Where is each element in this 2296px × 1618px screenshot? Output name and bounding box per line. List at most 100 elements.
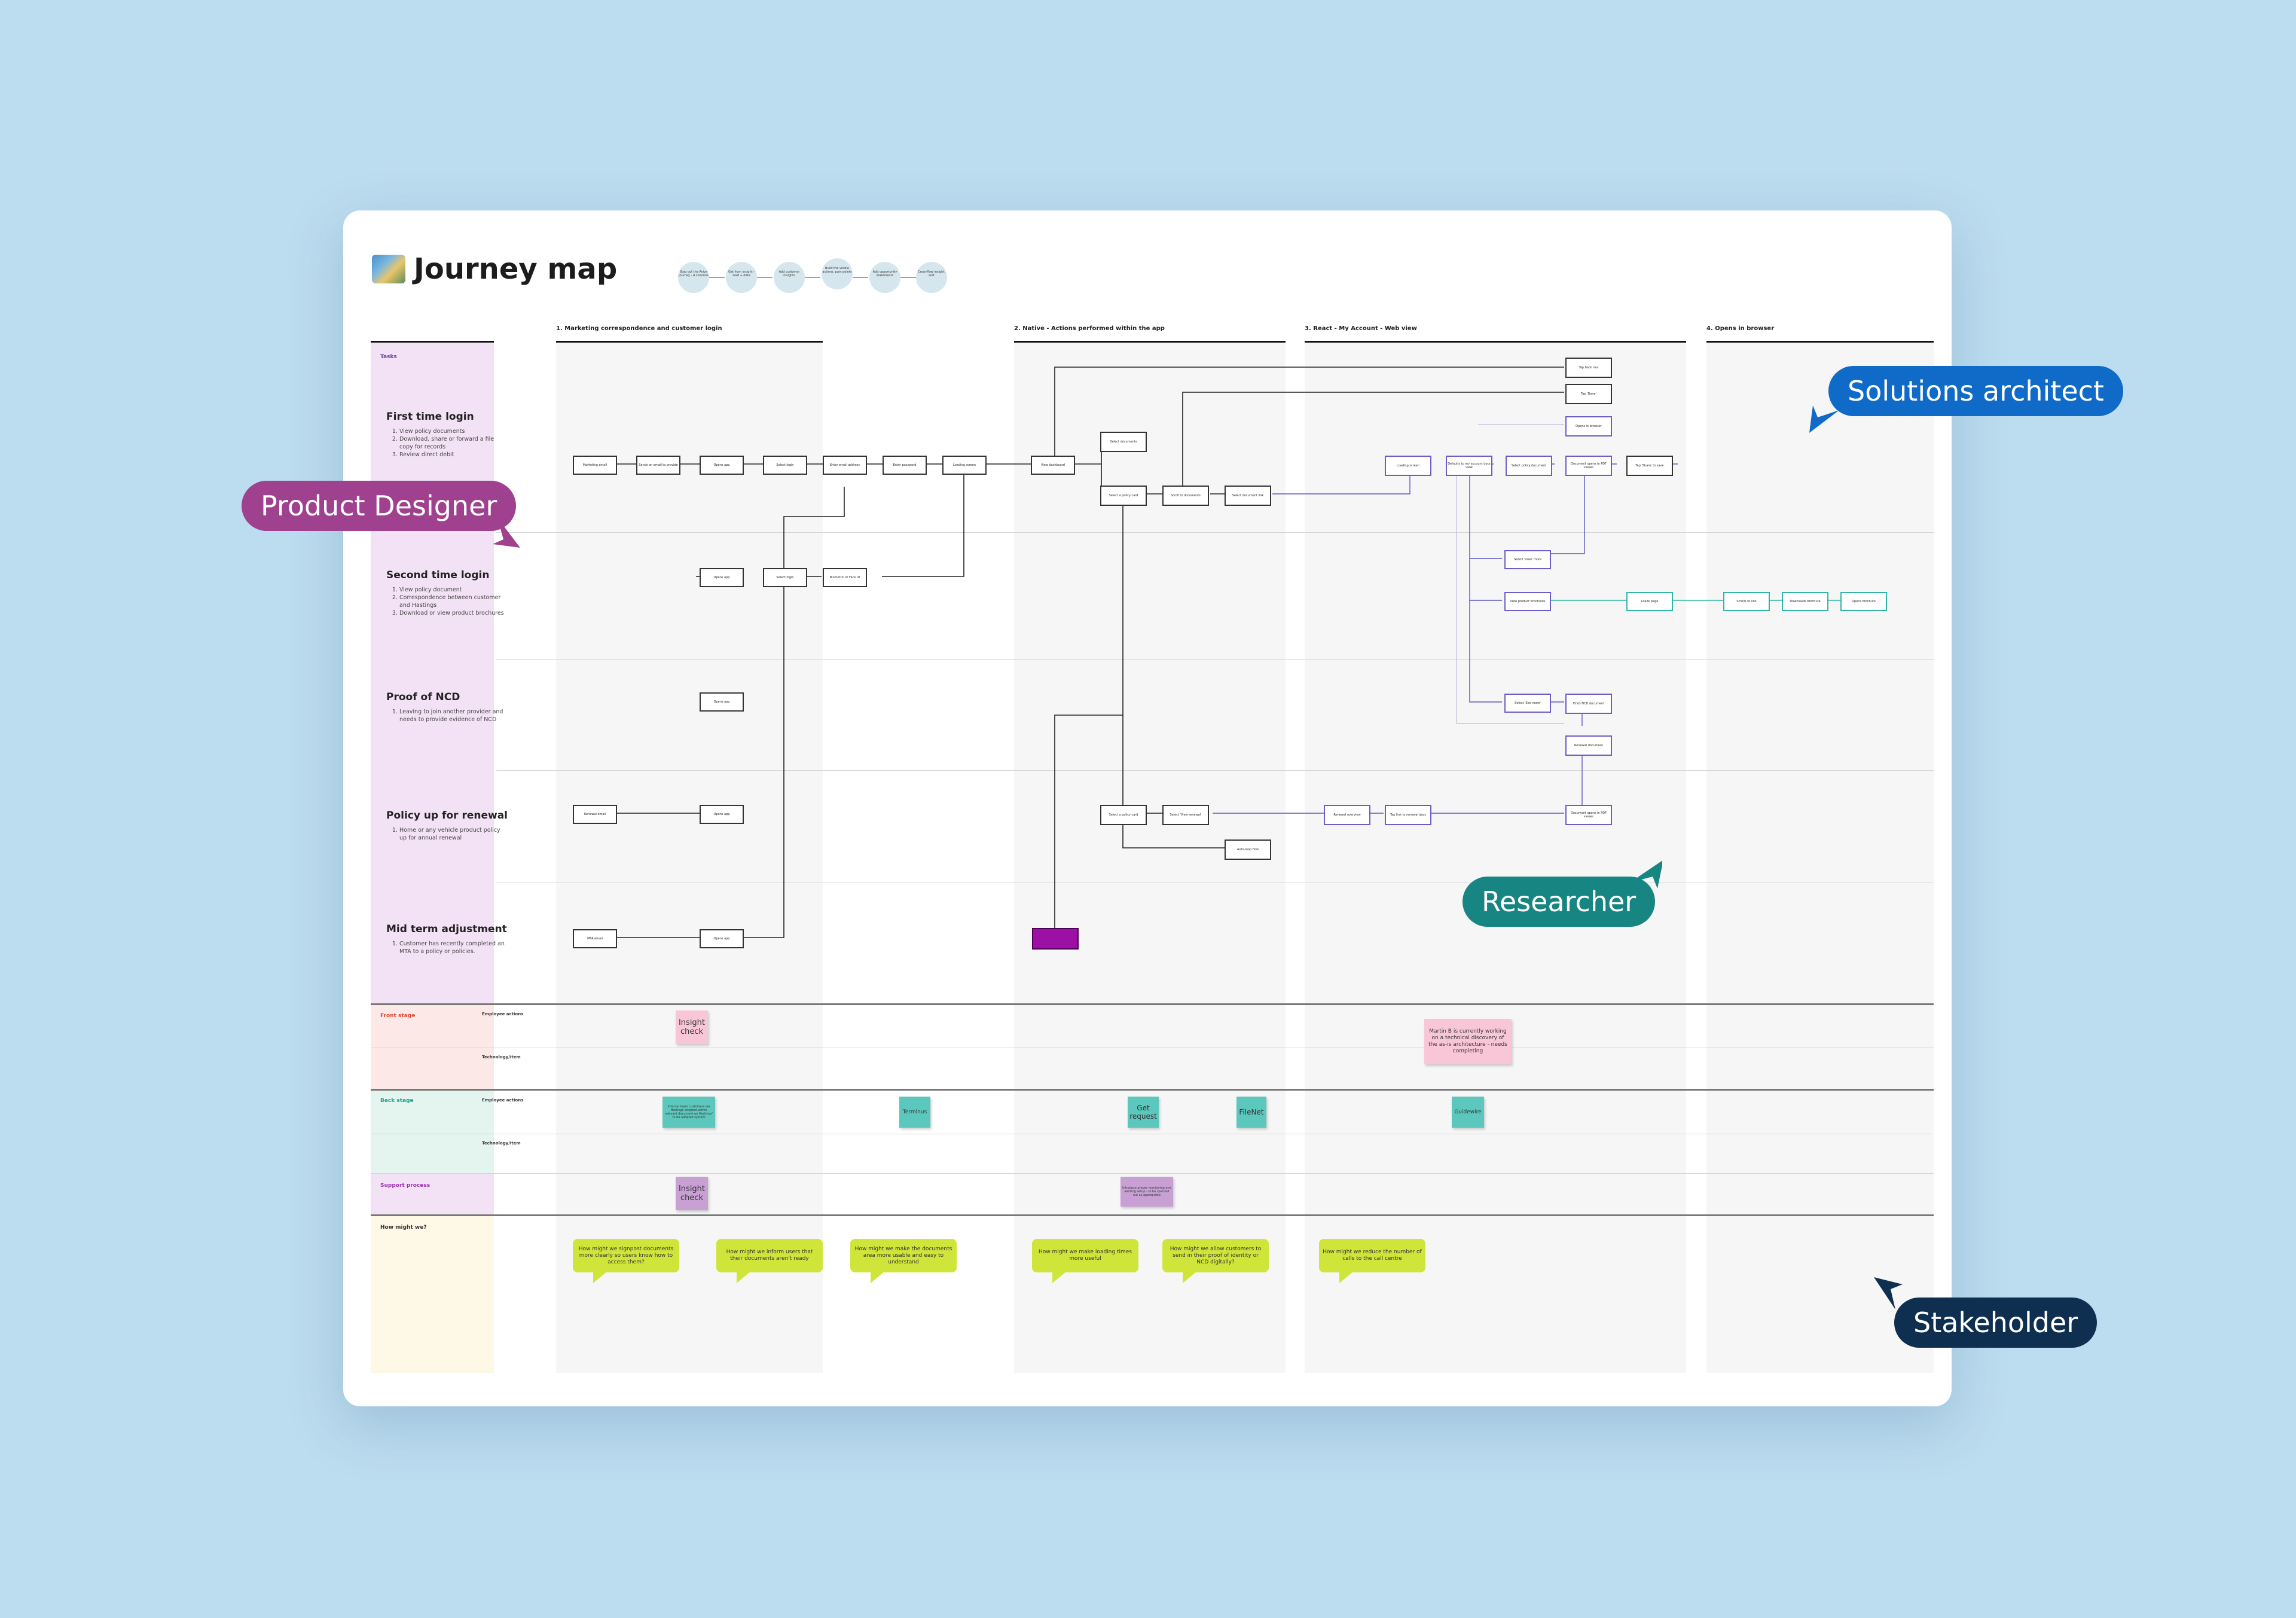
cursor-arrow-icon (493, 518, 520, 548)
task-item: Customer has recently completed an MTA t… (399, 940, 507, 955)
hmw-bubble[interactable]: How might we reduce the number of calls … (1319, 1239, 1425, 1283)
flow-step[interactable]: View dashboard (1031, 456, 1075, 475)
flow-step[interactable]: Document opens in PDF viewer (1565, 456, 1612, 476)
column-rule (1706, 341, 1934, 343)
flow-step[interactable]: MTA email (573, 929, 617, 948)
flow-step[interactable]: Defaults to my account docs view (1446, 456, 1492, 476)
task-first-time-login[interactable]: First time login View policy documents D… (386, 411, 507, 459)
hmw-bubble[interactable]: How might we inform users that their doc… (716, 1239, 823, 1283)
mini-flow-label: Get from insight - lead + data (728, 270, 755, 277)
flow-step[interactable]: Tap 'Share' to save (1626, 456, 1673, 476)
insight-check-sticky[interactable]: Insight check (676, 1011, 708, 1044)
technical-discovery-sticky[interactable]: Martin B is currently working on a techn… (1424, 1019, 1512, 1064)
column-header-native[interactable]: 2. Native - Actions performed within the… (1014, 325, 1165, 332)
mini-flow-step[interactable]: Add customer insights (774, 262, 805, 293)
flow-step[interactable]: Scrolls to link (1723, 592, 1770, 611)
mini-flow-step[interactable]: Step out the Aviva journey - 4 columns (678, 262, 709, 293)
flow-step[interactable]: Auto-loop flow (1225, 839, 1271, 860)
flow-step[interactable]: Opens app (700, 568, 744, 587)
flow-step[interactable]: Biometric or Face ID (823, 568, 867, 587)
flow-step[interactable]: Opens app (700, 456, 744, 475)
column-background (1706, 343, 1934, 1373)
flow-step[interactable]: Marketing email (573, 456, 617, 475)
hmw-bubble[interactable]: How might we allow customers to send in … (1162, 1239, 1269, 1283)
flow-step[interactable]: Renewal email (573, 805, 617, 824)
flow-step[interactable]: Opens app (700, 929, 744, 948)
insight-check-sticky-support[interactable]: Insight check (676, 1177, 708, 1210)
flow-step[interactable]: Sends an email to provide (636, 456, 680, 475)
mini-flow-arrow (709, 277, 725, 278)
hmw-text: How might we reduce the number of calls … (1323, 1249, 1422, 1262)
flow-step[interactable]: Enter email address (823, 456, 867, 475)
stage-divider (371, 1214, 1934, 1216)
flow-step[interactable]: Scroll to documents (1162, 486, 1209, 506)
flow-step[interactable]: Select a policy card (1100, 805, 1147, 825)
stage-divider (371, 1003, 1934, 1005)
flow-step[interactable]: Select login (763, 456, 807, 475)
column-header-marketing[interactable]: 1. Marketing correspondence and customer… (556, 325, 722, 332)
flow-step[interactable]: Tap 'Done' (1565, 384, 1612, 404)
highlighted-flow-step[interactable] (1032, 928, 1079, 950)
mini-flow-step[interactable]: Cross-flow insight, sort (916, 262, 947, 293)
flow-step[interactable]: Tap back nav (1565, 358, 1612, 378)
flow-step[interactable]: Enter password (883, 456, 927, 475)
flow-step[interactable]: Loads page (1626, 592, 1673, 611)
flow-step[interactable]: Tap link to renewal docs (1385, 805, 1431, 825)
column-rule (556, 341, 823, 343)
mini-flow-step[interactable]: Add opportunity statements (869, 262, 900, 293)
monitoring-sticky[interactable]: Introduce proper monitoring and alerting… (1120, 1177, 1173, 1207)
column-header-react[interactable]: 3. React - My Account - Web view (1305, 325, 1417, 332)
flow-step[interactable]: Loading screen (942, 456, 987, 475)
flow-step[interactable]: Document opens in PDF viewer (1565, 805, 1612, 825)
flow-step[interactable]: Select 'See more' (1504, 694, 1551, 713)
hmw-text: How might we allow customers to send in … (1170, 1245, 1262, 1265)
column-header-browser[interactable]: 4. Opens in browser (1706, 325, 1775, 332)
mini-flow-arrow (757, 277, 773, 278)
task-policy-renewal[interactable]: Policy up for renewal Home or any vehicl… (386, 810, 508, 842)
flow-step[interactable]: Select 'View renewal' (1162, 805, 1209, 825)
flow-step[interactable]: Select documents (1100, 432, 1147, 452)
flow-step[interactable]: Opens app (700, 692, 744, 712)
flow-step[interactable]: Opens brochure (1840, 592, 1887, 611)
flow-step[interactable]: Finds NCD document (1565, 694, 1612, 714)
tasks-label: Tasks (380, 354, 397, 360)
task-title: Mid term adjustment (386, 923, 507, 935)
task-mid-term-adjustment[interactable]: Mid term adjustment Customer has recentl… (386, 923, 507, 955)
back-stage-label: Back stage (380, 1098, 414, 1104)
column-background (1305, 343, 1686, 1373)
task-proof-of-ncd[interactable]: Proof of NCD Leaving to join another pro… (386, 691, 507, 723)
filenet-sticky[interactable]: FileNet (1236, 1097, 1266, 1128)
back-stage-sticky[interactable]: Internal team customers via Hastings ado… (662, 1097, 715, 1128)
task-item: Home or any vehicle product policy up fo… (399, 826, 507, 842)
task-item: View policy document (399, 586, 507, 594)
mini-flow-step[interactable]: Get from insight - lead + data (726, 262, 757, 293)
guidewire-sticky[interactable]: Guidewire (1452, 1097, 1484, 1128)
flow-step[interactable]: Select 'view' more (1504, 550, 1551, 569)
hmw-bubble[interactable]: How might we make loading times more use… (1032, 1239, 1138, 1283)
hmw-bubble[interactable]: How might we make the documents area mor… (850, 1239, 957, 1283)
flow-step[interactable]: Select a policy card (1100, 486, 1147, 506)
hmw-bubble[interactable]: How might we signpost documents more cle… (573, 1239, 679, 1283)
board-title[interactable]: Journey map (414, 252, 618, 286)
how-might-we-lane (371, 1216, 494, 1373)
mini-flow-step[interactable]: Build the visible actions, pain points (822, 258, 853, 289)
flow-step[interactable]: Downloads brochure (1782, 592, 1828, 611)
front-stage-lane (371, 1005, 494, 1089)
flow-step[interactable]: Opens app (700, 805, 744, 824)
front-stage-label: Front stage (380, 1013, 416, 1019)
back-stage-lane (371, 1091, 494, 1173)
flow-step[interactable]: Loading screen (1385, 456, 1431, 476)
flow-step[interactable]: Select login (763, 568, 807, 587)
flow-step[interactable]: Select policy document (1506, 456, 1552, 476)
technology-item-label: Technology/item (482, 1141, 521, 1146)
flow-step[interactable]: Renewal overview (1324, 805, 1370, 825)
get-request-sticky[interactable]: Get request (1128, 1097, 1159, 1128)
flow-step[interactable]: View product brochures (1504, 592, 1551, 611)
flow-step[interactable]: Select document link (1225, 486, 1271, 506)
mini-flow-label: Cross-flow insight, sort (918, 270, 945, 277)
terminus-sticky[interactable]: Terminus (899, 1097, 930, 1128)
task-second-time-login[interactable]: Second time login View policy document C… (386, 569, 507, 617)
flow-step[interactable]: Opens in browser (1565, 416, 1612, 436)
column-rule (1305, 341, 1686, 343)
flow-step[interactable]: Renewal document (1565, 735, 1612, 756)
